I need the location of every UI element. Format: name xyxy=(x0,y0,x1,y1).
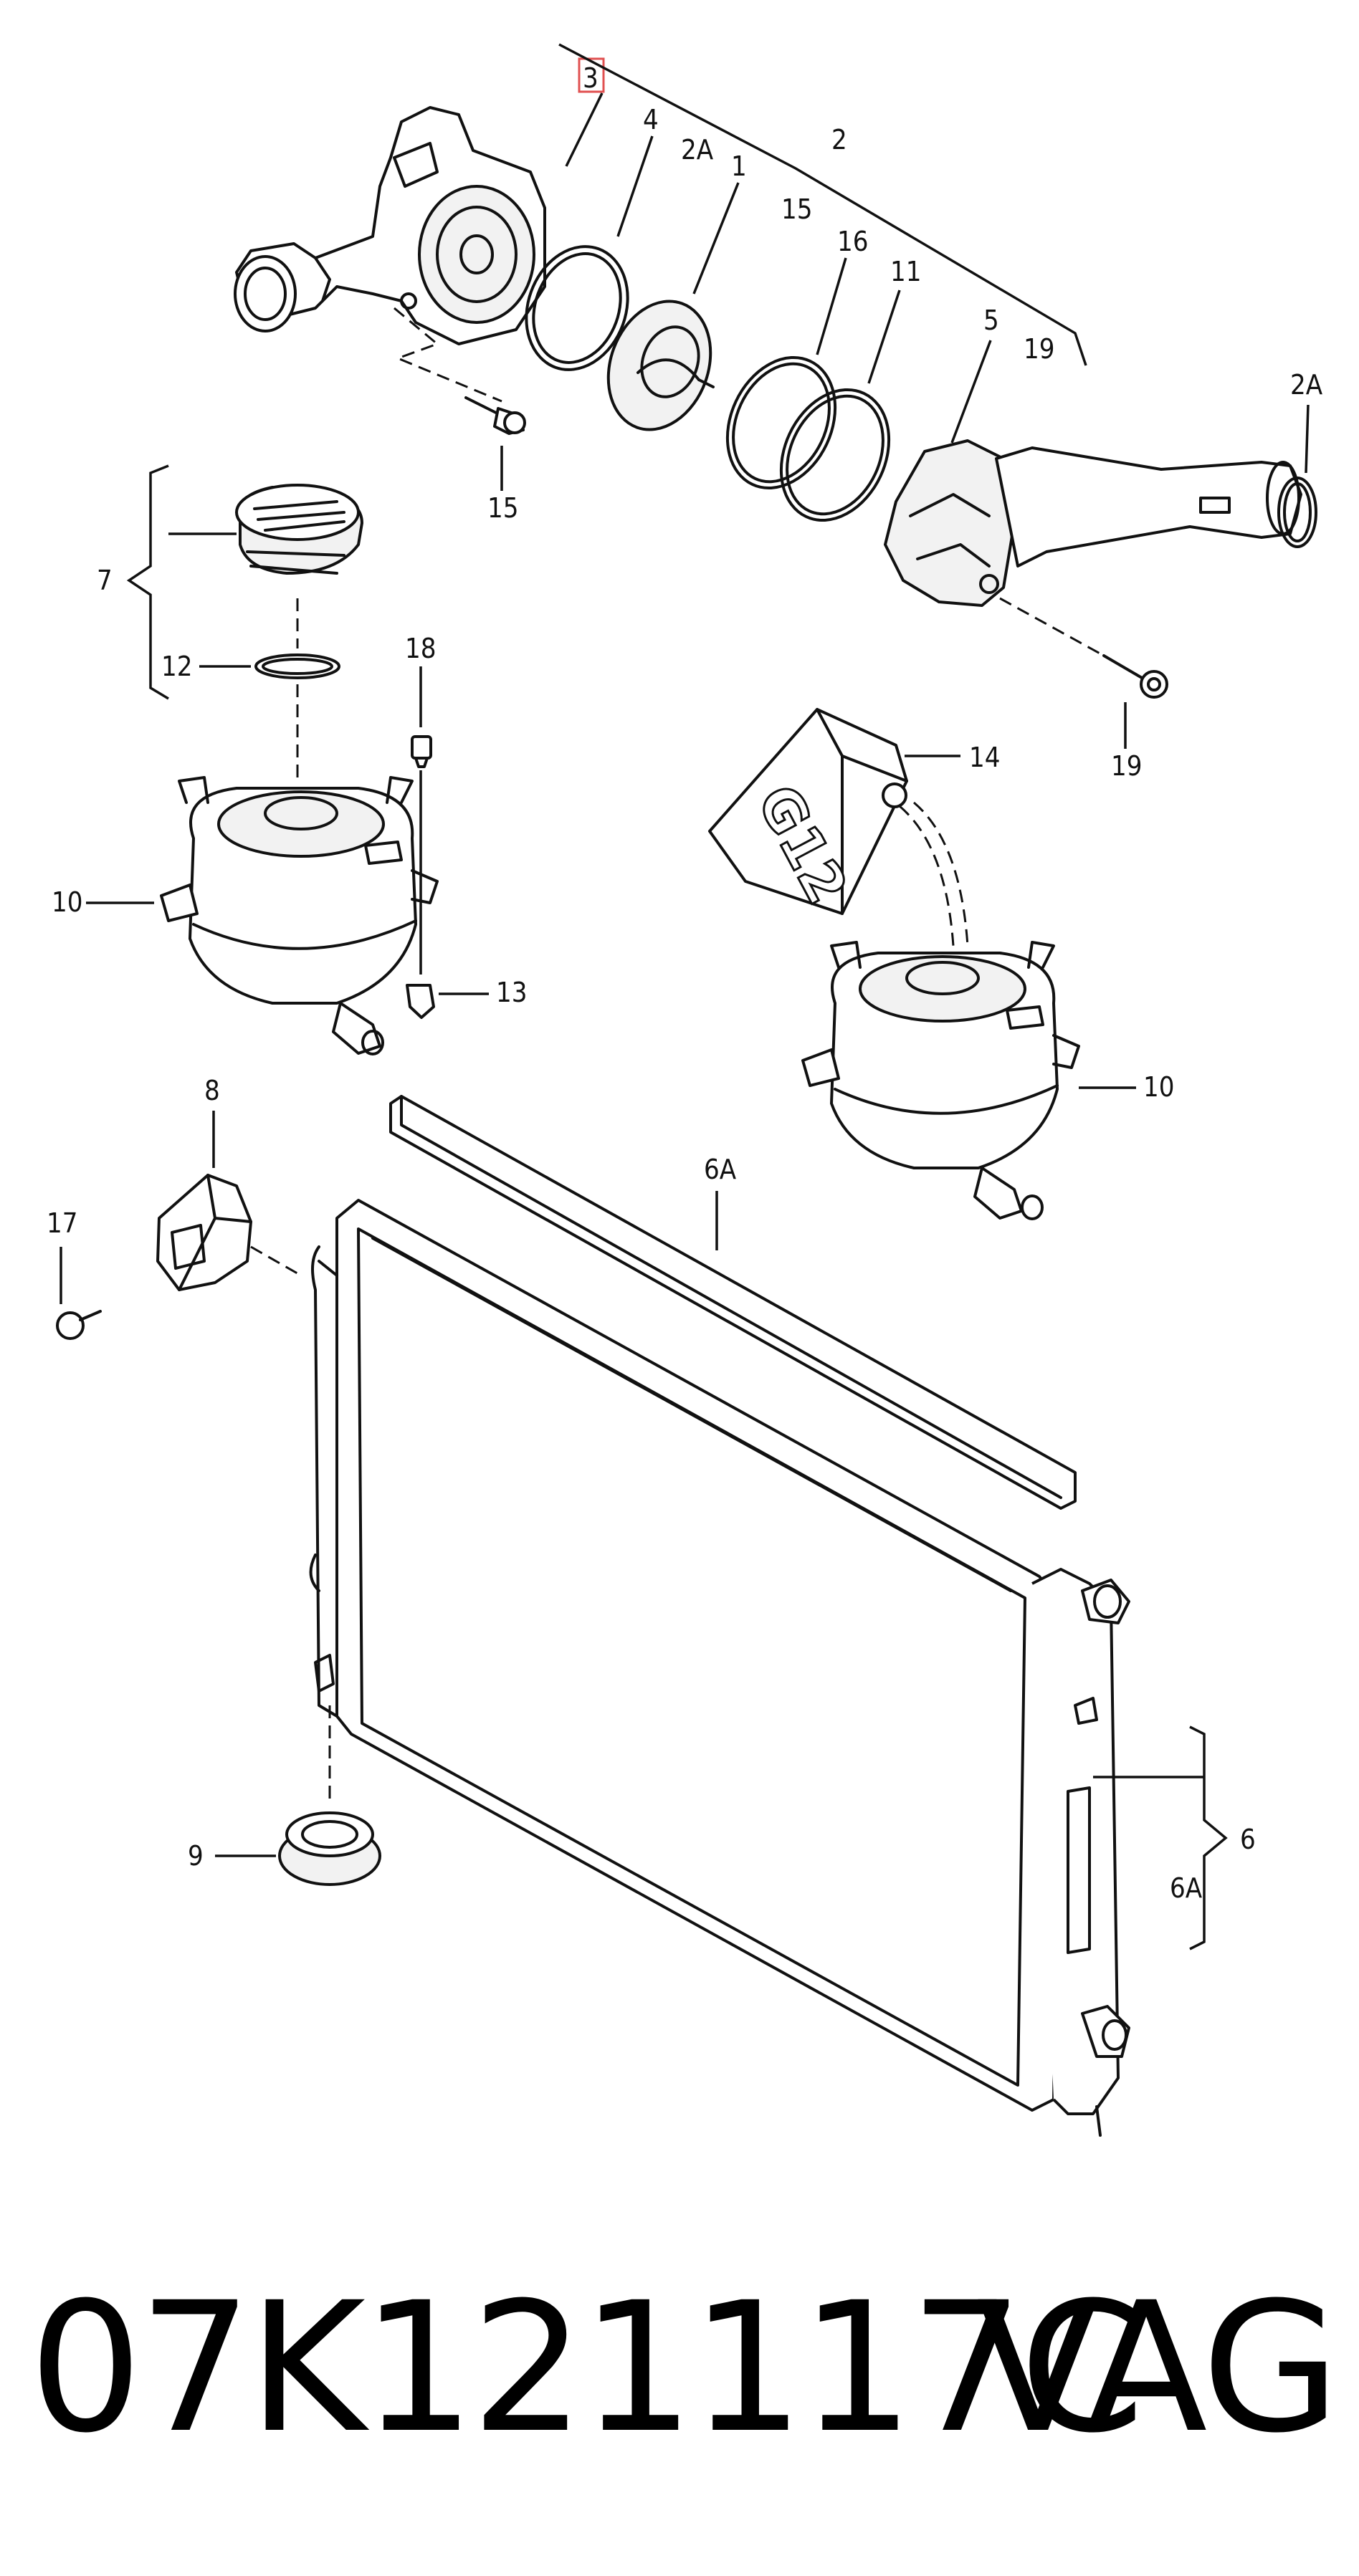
callout-8: 8 xyxy=(204,1075,220,1106)
group-6-bracket xyxy=(1189,1725,1228,1950)
group-2-bracket xyxy=(558,43,1087,366)
callout-10-left: 10 xyxy=(52,886,83,918)
callout-13: 13 xyxy=(496,977,528,1008)
callout-18: 18 xyxy=(405,633,437,664)
seal-strip-6A xyxy=(389,1095,1077,1510)
callout-19-top: 19 xyxy=(1024,333,1055,365)
grommet-9 xyxy=(278,1811,381,1886)
callout-7: 7 xyxy=(97,565,113,596)
expansion-tank-10-left xyxy=(160,776,439,1055)
bolt-15 xyxy=(464,396,526,435)
coolant-pump-housing xyxy=(234,106,546,345)
radiator-6 xyxy=(309,1199,1130,2137)
callout-3: 3 xyxy=(583,62,599,94)
bracket-8 xyxy=(156,1174,252,1291)
callout-15-bolt: 15 xyxy=(487,492,519,524)
filler-cap-7 xyxy=(235,484,363,575)
clip-13 xyxy=(406,984,435,1019)
coolant-connector-5 xyxy=(884,439,1302,607)
screw-18 xyxy=(411,735,432,768)
bolt-19 xyxy=(1102,654,1168,699)
thermostat-1 xyxy=(606,300,715,431)
callout-3-highlight xyxy=(578,57,605,93)
callout-6A-right: 6A xyxy=(1170,1872,1203,1904)
callout-6: 6 xyxy=(1240,1824,1256,1855)
callout-6A-top: 6A xyxy=(704,1154,737,1185)
callout-4: 4 xyxy=(643,104,659,135)
brand-name: VAG xyxy=(976,2264,1340,2472)
screw-17 xyxy=(56,1310,102,1340)
callout-14: 14 xyxy=(969,742,1001,773)
seal-16 xyxy=(725,355,837,490)
callout-11: 11 xyxy=(890,256,922,287)
callout-16: 16 xyxy=(837,226,869,257)
callout-15-top: 15 xyxy=(781,193,813,225)
group-7-bracket xyxy=(126,464,169,700)
callout-19-bolt: 19 xyxy=(1111,750,1143,782)
exploded-parts-diagram: 3 4 2A 1 2 15 16 11 5 19 2A xyxy=(47,43,1323,2137)
callout-17: 17 xyxy=(47,1207,78,1239)
callout-10-right: 10 xyxy=(1143,1071,1175,1103)
callout-2: 2 xyxy=(831,124,847,155)
part-number: 07K121117C xyxy=(29,2264,1145,2472)
seal-11 xyxy=(779,388,891,522)
callout-12: 12 xyxy=(161,651,193,682)
callout-1: 1 xyxy=(731,150,747,182)
callout-2A-right: 2A xyxy=(1290,369,1323,401)
callout-2A-top: 2A xyxy=(681,134,714,166)
o-ring-2A-right xyxy=(1277,477,1317,548)
callout-9: 9 xyxy=(188,1840,204,1872)
coolant-bottle-14: G12 xyxy=(708,708,908,916)
o-ring-4 xyxy=(525,245,629,371)
seal-12 xyxy=(254,653,340,679)
callout-5: 5 xyxy=(983,305,999,336)
expansion-tank-10-right xyxy=(801,941,1080,1220)
